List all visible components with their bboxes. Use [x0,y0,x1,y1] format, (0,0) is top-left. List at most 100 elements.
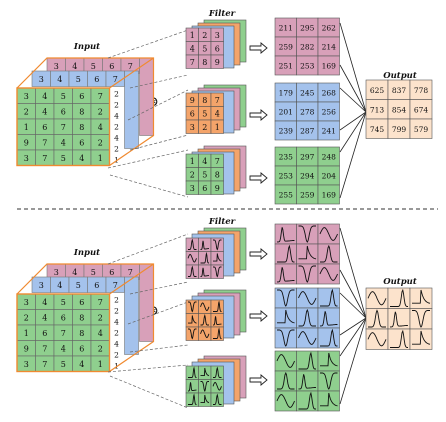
cell-value: 7 [215,157,220,166]
cell-value: 5 [202,109,207,118]
waveform-curve [200,314,209,326]
cell-value: 7 [98,92,103,101]
cell-value: 4 [79,360,84,369]
input-side-value: 2 [114,329,119,338]
cell-value: 8 [202,58,207,67]
merge-line [339,22,367,113]
cell-value: 1 [24,329,29,338]
cell-value: 179 [279,89,294,98]
waveform-curve [188,382,197,392]
cell-value: 6 [79,138,84,147]
merge-line [339,87,367,113]
matrix-cell [210,119,224,134]
input-mid-side [124,276,139,355]
cell-value: 1 [215,123,220,132]
merge-line [339,317,367,357]
arrow-shape [249,374,268,386]
cell-value: 4 [61,138,66,147]
merge-line [339,111,367,131]
cell-value: 287 [300,127,315,136]
waveform-cell [198,237,212,252]
cell-value: 245 [300,89,315,98]
waveform-curve [188,301,197,313]
input-side-value: 4 [114,318,119,327]
matrix-cell [317,120,340,141]
merge-line [339,227,367,319]
waveform-curve [213,239,222,251]
input-side-value: 4 [114,134,119,143]
cell-value: 778 [414,86,429,95]
waveform-curve [390,329,408,348]
cell-value: 259 [279,43,294,52]
cell-value: 6 [109,268,114,277]
waveform-curve [367,291,387,306]
waveform-cell [210,392,224,407]
input-side-value: 4 [114,112,119,121]
waveform-curve [277,329,295,347]
cell-value: 3 [190,184,195,193]
waveform-curve [188,265,197,277]
waveform-curve [276,394,295,408]
cell-value: 3 [39,75,44,84]
waveform-curve [277,309,295,324]
cell-value: 255 [279,191,294,200]
cell-value: 5 [91,268,96,277]
cell-value: 4 [42,92,47,101]
merge-line [339,317,367,336]
cell-value: 2 [202,31,207,40]
cell-value: 6 [61,313,66,322]
arrow-shape [249,42,268,54]
output-label: Output [383,71,417,81]
cell-value: 7 [113,281,118,290]
cell-value: 4 [61,344,66,353]
waveform-map-1 [274,223,340,285]
cell-value: 6 [79,344,84,353]
cell-value: 6 [42,329,47,338]
waveform-output-grid [365,287,433,350]
waveform-curve [188,315,197,324]
input-side-value: 2 [114,351,119,360]
cell-value: 745 [370,125,385,134]
input-back-side [139,263,154,342]
cell-value: 214 [322,43,337,52]
cell-value: 6 [61,107,66,116]
waveform-curve [276,227,295,243]
waveform-curve [213,393,222,405]
input-side-value: 2 [114,90,119,99]
waveform-filter-3 [185,365,224,407]
top-panel: Input Filter Output ⊛ 345673456722424213… [16,9,433,205]
cell-value: 3 [24,360,29,369]
waveform-cell [274,327,297,349]
cell-value: 1 [98,360,103,369]
cell-value: 204 [322,172,337,181]
cell-value: 4 [190,44,195,53]
waveform-curve [367,332,387,347]
cell-value: 625 [370,86,385,95]
cell-value: 7 [42,138,47,147]
waveform-curve [389,311,408,328]
waveform-curve [213,327,222,339]
waveform-filter-1 [185,237,224,279]
cell-value: 9 [24,138,29,147]
waveform-map-3 [274,350,340,412]
waveform-cell [387,328,411,350]
cell-value: 4 [72,268,77,277]
input-front-border [16,293,111,373]
waveform-cell [210,264,224,279]
cell-value: 7 [128,62,133,71]
cell-value: 7 [98,298,103,307]
cell-value: 8 [202,96,207,105]
cell-value: 282 [300,43,315,52]
filter-label-bottom: Filter [208,217,236,227]
cell-value: 3 [24,154,29,163]
cell-value: 5 [61,92,66,101]
merge-line [339,269,367,319]
input-side-value: 2 [114,296,119,305]
waveform-curve [188,238,197,250]
waveform-curve [320,352,338,367]
